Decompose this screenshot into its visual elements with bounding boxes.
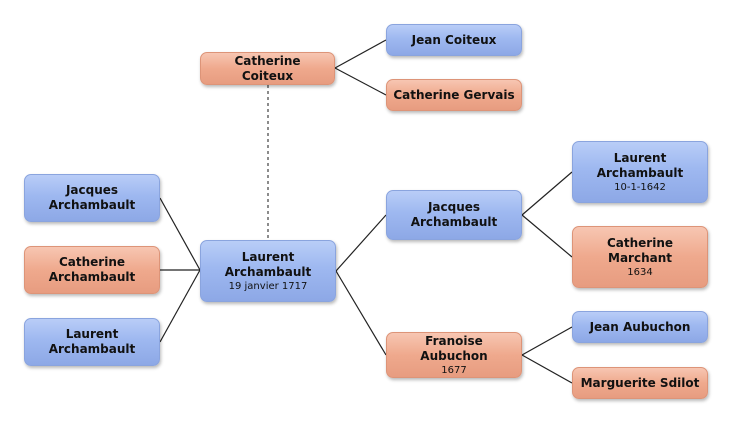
person-node-franoise-aubuchon[interactable]: Franoise Aubuchon 1677 [386, 332, 522, 378]
person-node-laurent-archambault-grandfather[interactable]: Laurent Archambault 10-1-1642 [572, 141, 708, 203]
connector-main-to-jacques-left [159, 197, 201, 271]
person-name: Franoise Aubuchon [420, 333, 488, 363]
connector-jacques-father-to-laurent-grandfather [521, 171, 573, 216]
person-name: Laurent Archambault [48, 327, 136, 356]
person-node-laurent-archambault-left[interactable]: Laurent Archambault [24, 318, 160, 366]
connector-main-to-franoise [335, 270, 387, 356]
person-name: Jacques Archambault [48, 183, 136, 212]
person-date: 19 janvier 1717 [228, 280, 308, 292]
person-name: Catherine Coiteux [234, 53, 301, 83]
person-node-catherine-archambault[interactable]: Catherine Archambault [24, 246, 160, 294]
person-node-marguerite-sdilot[interactable]: Marguerite Sdilot [572, 367, 708, 399]
connector-franoise-to-jean-aubuchon [521, 326, 573, 356]
person-name: Catherine Marchant [606, 235, 674, 265]
person-name: Laurent Archambault [224, 249, 312, 279]
person-node-catherine-coiteux[interactable]: Catherine Coiteux [200, 52, 335, 85]
person-node-jean-aubuchon[interactable]: Jean Aubuchon [572, 311, 708, 343]
person-name: Jean Coiteux [411, 32, 497, 47]
person-date: 1677 [441, 364, 467, 376]
connector-main-to-laurent-left [159, 269, 201, 343]
person-node-jean-coiteux[interactable]: Jean Coiteux [386, 24, 522, 56]
person-name: Jacques Archambault [410, 200, 498, 229]
person-name: Laurent Archambault [596, 150, 684, 180]
person-date: 10-1-1642 [614, 181, 666, 193]
person-name: Jean Aubuchon [589, 319, 691, 334]
connector-franoise-to-marguerite-sdilot [521, 354, 573, 384]
person-name: Marguerite Sdilot [580, 375, 700, 390]
person-date: 1634 [627, 266, 653, 278]
person-node-catherine-gervais[interactable]: Catherine Gervais [386, 79, 522, 111]
person-node-jacques-archambault-father[interactable]: Jacques Archambault [386, 190, 522, 240]
person-node-catherine-marchant[interactable]: Catherine Marchant 1634 [572, 226, 708, 288]
person-node-laurent-archambault-main[interactable]: Laurent Archambault 19 janvier 1717 [200, 240, 336, 302]
person-name: Catherine Archambault [48, 255, 136, 284]
connector-catherine-coiteux-to-catherine-gervais [334, 67, 387, 96]
person-name: Catherine Gervais [393, 87, 515, 102]
connector-jacques-father-to-catherine-marchant [521, 214, 573, 258]
connector-catherine-coiteux-to-jean-coiteux [334, 39, 387, 69]
person-node-jacques-archambault-left[interactable]: Jacques Archambault [24, 174, 160, 222]
connector-main-to-jacques-father [335, 214, 387, 272]
